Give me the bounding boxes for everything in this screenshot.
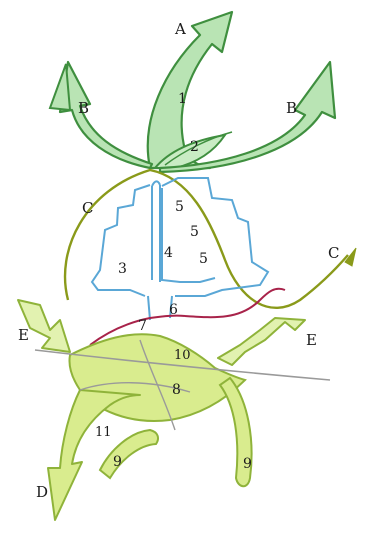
number-9-left: 9	[113, 454, 122, 470]
right-arrow-e	[218, 318, 305, 365]
label-c-right: C	[328, 244, 339, 262]
label-d: D	[36, 483, 48, 501]
number-3: 3	[118, 261, 127, 277]
label-b-left: B	[78, 99, 89, 117]
label-a: A	[174, 20, 186, 38]
left-arrow-b	[60, 62, 152, 168]
number-5-top: 5	[175, 199, 184, 215]
label-e-right: E	[306, 331, 317, 349]
number-6: 6	[169, 302, 178, 318]
number-1: 1	[178, 91, 187, 107]
label-c-left: C	[82, 199, 93, 217]
number-8: 8	[172, 382, 181, 398]
number-4: 4	[164, 245, 173, 261]
number-9-right: 9	[243, 456, 252, 472]
c-curve	[65, 170, 348, 308]
number-5-low: 5	[199, 251, 208, 267]
number-7: 7	[138, 318, 147, 334]
number-2: 2	[190, 139, 199, 155]
number-5-mid: 5	[190, 224, 199, 240]
label-e-left: E	[18, 326, 29, 344]
number-11: 11	[95, 425, 112, 440]
number-10: 10	[174, 348, 191, 363]
label-b-right: B	[286, 99, 297, 117]
